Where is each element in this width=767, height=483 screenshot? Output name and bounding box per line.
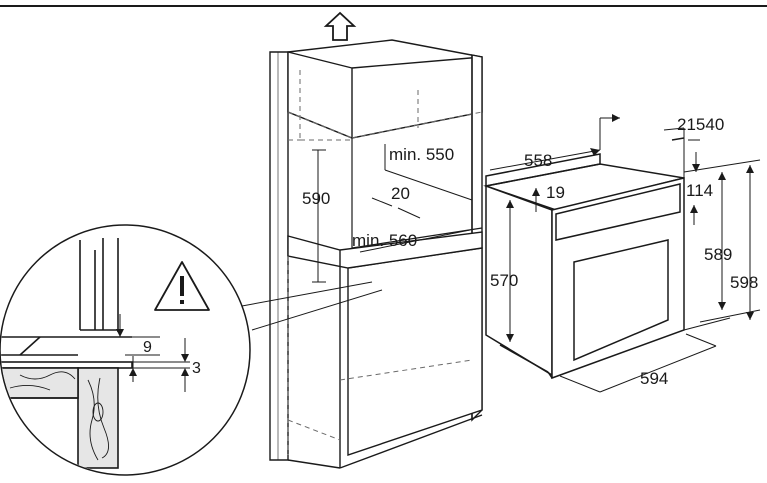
detail-circle — [0, 224, 251, 476]
oven-width-label: 594 — [640, 369, 668, 388]
oven-front-top-label: 114 — [686, 181, 713, 200]
cabinet — [269, 39, 483, 469]
oven-body-height-label: 570 — [490, 271, 518, 290]
niche-dimension-lines — [312, 144, 473, 283]
niche-height-label: 590 — [302, 189, 330, 208]
oven-dimension-arrows — [506, 114, 754, 342]
oven-dimension-lines — [489, 117, 761, 393]
detail-gap-lower-label: 3 — [192, 360, 201, 377]
oven-back-offsets-label: 21540 — [677, 115, 724, 134]
niche-depth-label: min. 550 — [389, 145, 454, 164]
niche-opening — [351, 138, 483, 249]
oven-front-height-label: 589 — [704, 245, 732, 264]
gap-back-label: 20 — [391, 184, 410, 203]
niche-width-label: min. 560 — [352, 231, 417, 250]
detail-gap-upper-label: 9 — [143, 339, 152, 356]
warning-triangle-icon — [154, 261, 210, 311]
cabinet-hidden-lines — [287, 70, 483, 455]
arrow-up-icon — [323, 11, 357, 41]
oven-total-height-label: 598 — [730, 273, 758, 292]
oven — [483, 137, 685, 380]
detail-leader — [241, 281, 383, 331]
oven-depth-label: 558 — [524, 151, 552, 170]
oven-panel-depth-label: 19 — [546, 183, 565, 202]
